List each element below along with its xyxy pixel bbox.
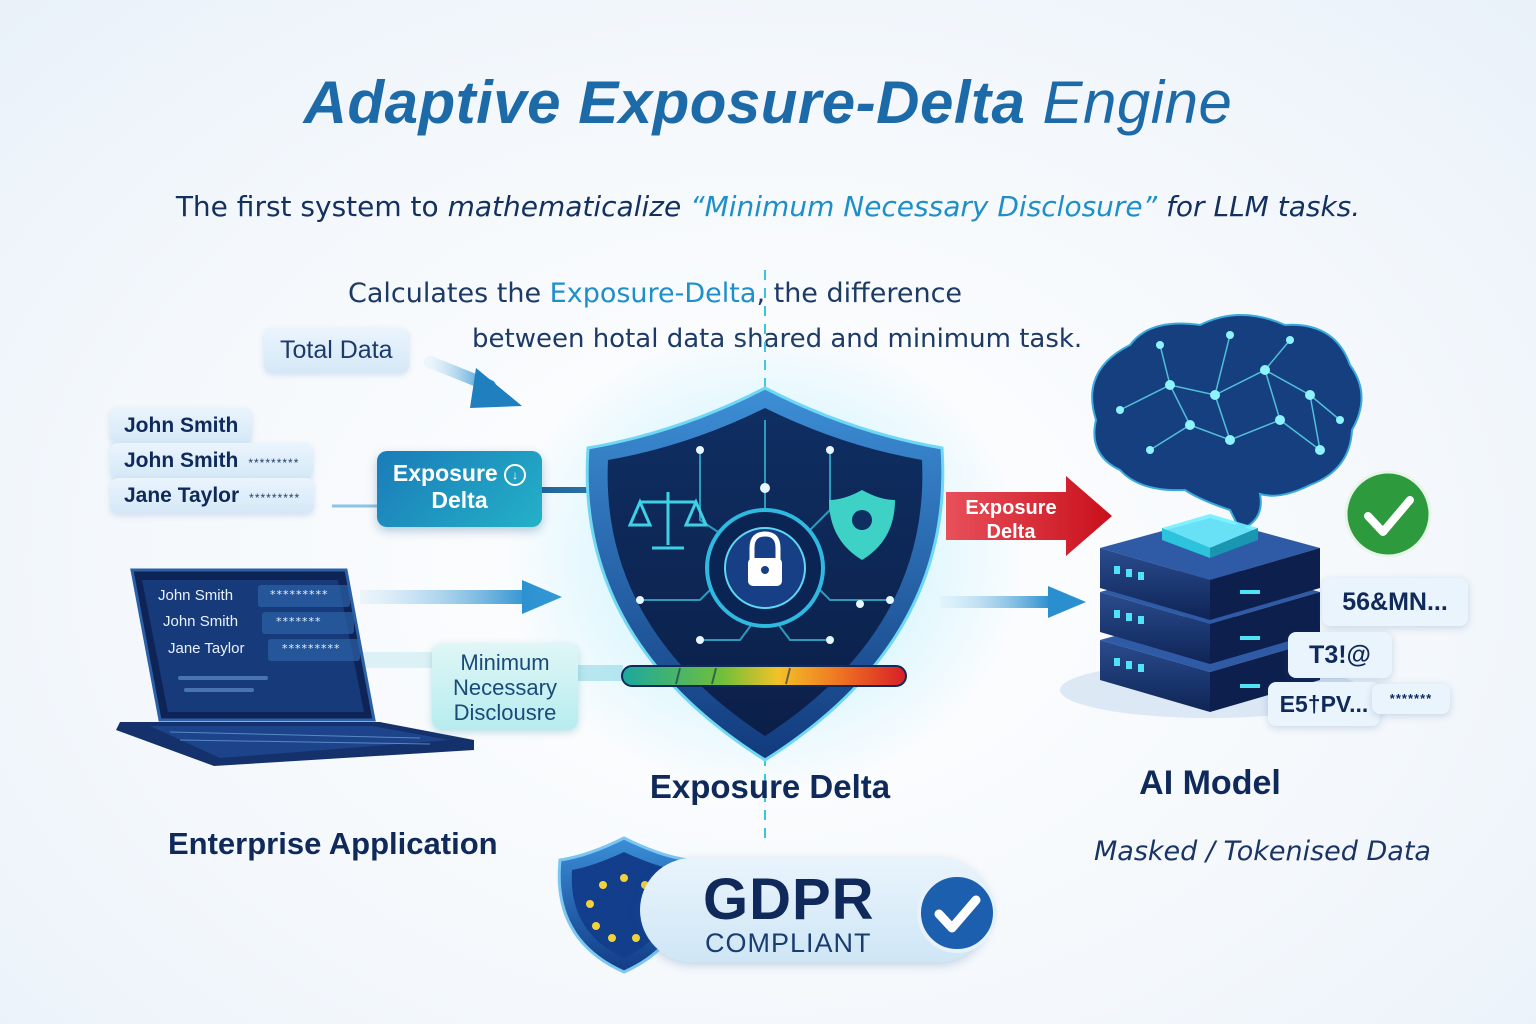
padlock-keyhole	[761, 566, 769, 574]
padlock-shackle	[749, 531, 781, 560]
red-arrow-line-2: Delta	[986, 521, 1036, 543]
subtitle-pre: The first system to	[175, 190, 448, 223]
token-chip: 56&MN...	[1322, 578, 1468, 626]
name-text: John Smith	[124, 449, 239, 472]
name-text: Jane Taylor	[124, 484, 240, 507]
min-box-line-1: Minimum	[460, 650, 550, 675]
min-box-connector	[360, 652, 435, 668]
min-box-line-3: Disclousre	[453, 700, 557, 725]
name-row: John Smith	[110, 408, 253, 444]
subtitle-post: for LLM tasks.	[1157, 190, 1361, 223]
masked-data-label: Masked / Tokenised Data	[1094, 836, 1431, 867]
name-mask: *********	[248, 456, 300, 470]
laptop-row-mask: *******	[276, 615, 322, 628]
exposure-delta-label: Exposure Delta	[649, 768, 891, 805]
desc-post: , the difference	[756, 278, 963, 309]
red-arrow-label: Exposure Delta	[950, 496, 1072, 544]
laptop-row-mask: *********	[282, 642, 341, 655]
name-text: John Smith	[124, 414, 239, 437]
subtitle-highlight: “Minimum Necessary Disclosure”	[690, 190, 1158, 223]
subtitle-italic: mathematicalize	[447, 190, 691, 223]
scales-icon	[627, 492, 709, 550]
subtitle: The first system to mathematicalize “Min…	[0, 190, 1536, 223]
description-line-1: Calculates the Exposure-Delta, the diffe…	[348, 278, 962, 309]
token-chip-mask: *******	[1372, 684, 1450, 714]
small-shield-dot	[852, 510, 872, 530]
exposure-box-line-1: Exposure ↓	[377, 460, 542, 487]
desc-pre: Calculates the	[348, 278, 550, 309]
title-light: Engine	[1042, 69, 1233, 136]
total-data-pill: Total Data	[264, 328, 409, 373]
brain	[1091, 314, 1363, 532]
exposure-delta-box: Exposure ↓ Delta	[377, 451, 542, 527]
page-title: Adaptive Exposure-Delta Engine	[0, 68, 1536, 137]
ai-model-label: AI Model	[1139, 764, 1281, 802]
green-check-mark	[1364, 496, 1414, 536]
laptop-row-name: John Smith	[163, 613, 239, 630]
red-exposure-arrow	[946, 476, 1112, 556]
laptop-row-mask: *********	[270, 588, 329, 601]
name-mask: *********	[249, 491, 301, 505]
server-arrow-head	[1048, 586, 1086, 618]
gdpr-check-icon	[917, 873, 997, 953]
clock-icon: ↓	[504, 464, 527, 486]
circuit-nodes	[636, 446, 894, 644]
meter-ticks	[675, 667, 791, 685]
minimum-necessary-disclosure-box: Minimum Necessary Disclousre	[432, 644, 578, 730]
name-row: Jane Taylor *********	[110, 478, 315, 514]
name-row: John Smith *********	[110, 443, 314, 479]
laptop-arrow-body	[360, 590, 530, 604]
total-data-arrowhead	[470, 368, 522, 408]
token-chip: E5†PV...	[1268, 682, 1380, 726]
token-chip: T3!@	[1288, 632, 1392, 678]
laptop	[116, 568, 474, 766]
exposure-meter	[621, 665, 907, 687]
min-box-line-2: Necessary	[453, 675, 557, 700]
green-check-icon	[1344, 470, 1432, 558]
gdpr-title: GDPR	[703, 867, 875, 932]
enterprise-application-label: Enterprise Application	[168, 826, 498, 861]
desc-highlight: Exposure-Delta	[549, 278, 757, 309]
laptop-row-name: Jane Taylor	[168, 640, 245, 657]
server-arrow-body	[940, 596, 1050, 608]
laptop-row-name: John Smith	[158, 587, 234, 604]
exposure-box-line-2: Delta	[431, 487, 488, 513]
red-arrow-line-1: Exposure	[965, 497, 1057, 519]
gdpr-subtitle: COMPLIANT	[705, 928, 872, 958]
title-bold: Adaptive Exposure-Delta	[303, 69, 1026, 136]
